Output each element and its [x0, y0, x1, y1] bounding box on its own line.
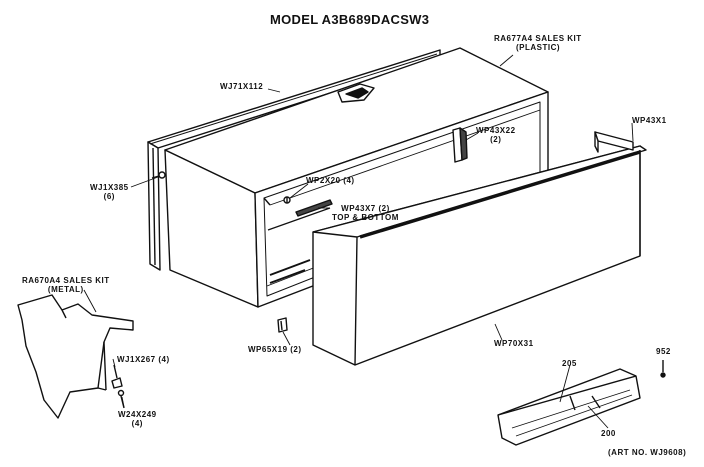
label-wp70x31: WP70X31: [494, 339, 534, 348]
label-wj1x385-line2: (6): [103, 192, 115, 201]
label-952: 952: [656, 347, 671, 356]
label-wj71x112: WJ71X112: [220, 82, 264, 91]
bracket-wp43x1: [594, 131, 634, 153]
model-title: MODEL A3B689DACSW3: [270, 12, 430, 27]
label-wj1x267: WJ1X267 (4): [117, 355, 170, 364]
leader-lines: [83, 54, 634, 429]
label-wp43x22: WP43X22 (2): [476, 126, 516, 144]
label-200: 200: [601, 429, 616, 438]
label-w24x249-line1: W24X249: [118, 410, 157, 419]
label-wp65x19: WP65X19 (2): [248, 345, 302, 354]
bracket-wp43x22: [452, 127, 468, 163]
top-clip: [337, 83, 375, 103]
art-number: (ART NO. WJ9608): [608, 448, 687, 457]
label-wp43x7: WP43X7 (2) TOP & BOTTOM: [332, 204, 399, 222]
label-wp43x7-line2: TOP & BOTTOM: [332, 213, 399, 222]
label-205: 205: [562, 359, 577, 368]
label-w24x249-line2: (4): [131, 419, 143, 428]
metal-kit-ra670a4: [17, 294, 134, 419]
label-ra677a4: RA677A4 SALES KIT (PLASTIC): [494, 34, 582, 52]
label-ra670a4-line2: (METAL): [47, 285, 84, 294]
screw-w24x249: [117, 389, 125, 409]
label-ra670a4: RA670A4 SALES KIT (METAL): [22, 276, 110, 294]
label-wj1x385: WJ1X385 (6): [90, 183, 129, 201]
screw-wj1x385: [151, 171, 166, 179]
label-ra677a4-line1: RA677A4 SALES KIT: [494, 34, 582, 43]
label-wj1x385-line1: WJ1X385: [90, 183, 129, 192]
label-wp43x7-line1: WP43X7 (2): [341, 204, 390, 213]
label-ra670a4-line1: RA670A4 SALES KIT: [22, 276, 110, 285]
front-panel-wp70x31: [312, 145, 647, 366]
label-wp43x1: WP43X1: [632, 116, 667, 125]
seal-strip-wp43x7: [295, 199, 333, 217]
part-952: [660, 360, 666, 378]
label-wp43x22-line1: WP43X22: [476, 126, 516, 135]
label-ra677a4-line2: (PLASTIC): [516, 43, 561, 52]
screw-wj1x267: [111, 364, 123, 389]
back-flange-wj71x112: [147, 49, 441, 271]
label-wp43x22-line2: (2): [490, 135, 502, 144]
label-w24x249: W24X249 (4): [118, 410, 157, 428]
label-wp2x20: WP2X20 (4): [306, 176, 355, 185]
clip-wp65x19: [277, 317, 288, 333]
slide-rail: [497, 368, 641, 446]
screw-wp2x20: [283, 196, 291, 204]
